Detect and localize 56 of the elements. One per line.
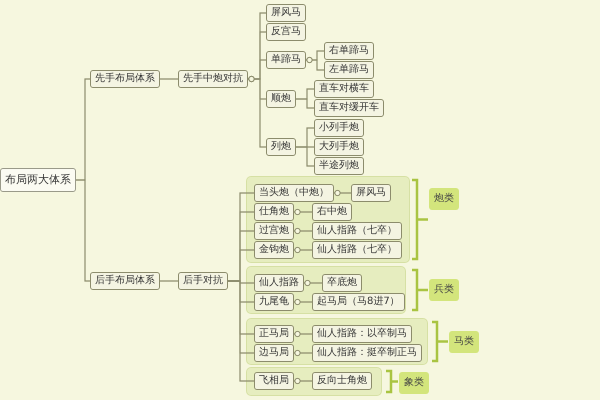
topic-box: 大列手炮 <box>314 138 364 156</box>
connector-line <box>294 350 312 356</box>
topic-box: 边马局 <box>254 344 294 362</box>
connector-line <box>76 179 90 282</box>
topic-box: 顺炮 <box>266 90 296 108</box>
topic-box: 后手对抗 <box>178 272 228 290</box>
topic-box: 仙人指路：以卒制马 <box>312 325 412 343</box>
topic-box: 先手布局体系 <box>90 70 160 88</box>
topic-box: 左单蹄马 <box>324 61 374 79</box>
connector-line <box>160 280 178 282</box>
topic-box: 屏风马 <box>351 184 391 202</box>
connector-line <box>306 56 324 71</box>
category-label: 马类 <box>449 331 479 353</box>
connector-line <box>304 280 322 286</box>
topic-box: 仙人指路 <box>254 274 304 292</box>
topic-box: 反宫马 <box>266 23 306 41</box>
topic-box: 屏风马 <box>266 4 306 22</box>
connector-line <box>160 78 178 80</box>
topic-box: 先手中炮对抗 <box>178 70 248 88</box>
category-label: 炮类 <box>429 188 459 210</box>
category-label: 兵类 <box>429 279 459 301</box>
topic-box: 正马局 <box>254 325 294 343</box>
topic-box: 反向士角炮 <box>312 372 372 390</box>
topic-box: 飞相局 <box>254 372 294 390</box>
connector-line <box>294 208 312 216</box>
topic-box: 小列手炮 <box>314 119 364 137</box>
connector-line <box>294 330 312 338</box>
connector-line <box>334 190 351 196</box>
topic-box: 过宫炮 <box>254 222 294 240</box>
topic-box: 仕角炮 <box>254 203 294 221</box>
topic-box: 仙人指路（七卒） <box>312 222 402 240</box>
topic-box: 右单蹄马 <box>324 42 374 60</box>
topic-box: 单蹄马 <box>266 51 306 69</box>
connector-line <box>296 146 314 167</box>
topic-box: 卒底炮 <box>322 274 362 292</box>
connector-line <box>296 98 314 109</box>
topic-box: 列炮 <box>266 138 296 156</box>
topic-box: 起马局（马8进7） <box>312 293 405 311</box>
category-label: 象类 <box>399 372 429 394</box>
topic-box: 半途列炮 <box>314 157 364 175</box>
connector-line <box>228 280 254 382</box>
connector-line <box>294 298 312 306</box>
topic-box: 当头炮（中炮） <box>254 184 334 202</box>
topic-box: 九尾龟 <box>254 293 294 311</box>
connector-line <box>294 378 312 384</box>
topic-box: 仙人指路：挺卒制正马 <box>312 344 422 362</box>
topic-box: 仙人指路（七卒） <box>312 241 402 259</box>
topic-box: 直车对缓开车 <box>314 99 384 117</box>
connector-line <box>248 76 266 148</box>
topic-box: 直车对横车 <box>314 80 374 98</box>
topic-box: 后手布局体系 <box>90 272 160 290</box>
connector-line <box>294 246 312 254</box>
topic-box: 金钩炮 <box>254 241 294 259</box>
topic-box: 右中炮 <box>312 203 352 221</box>
root-topic: 布局两大体系 <box>0 168 76 192</box>
connector-line <box>294 228 312 234</box>
